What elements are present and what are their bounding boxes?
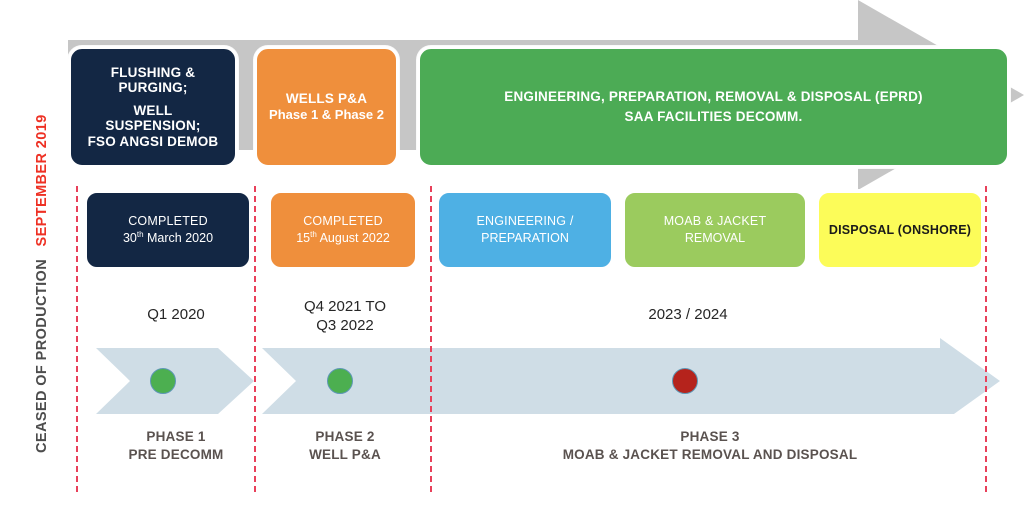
activity-title: WELLS P&A	[285, 91, 368, 107]
status-line-2: REMOVAL	[684, 231, 746, 245]
status-line-1: COMPLETED	[303, 214, 383, 229]
phase-line-1: PHASE 2	[315, 429, 375, 444]
milestone-dot-phase-1[interactable]	[150, 368, 176, 394]
period-line-1: 2023 / 2024	[648, 306, 728, 323]
status-day-suffix: th	[136, 229, 144, 239]
status-line-2: 15th August 2022	[296, 230, 390, 247]
caption-line-1: CEASED OF PRODUCTION	[34, 258, 50, 453]
timeline-period-phase-1: Q1 2020	[96, 306, 256, 325]
phase-line-2: MOAB & JACKET REMOVAL AND DISPOSAL	[562, 446, 858, 462]
activity-box-flushing-purging[interactable]: FLUSHING & PURGING; WELL SUSPENSION; FSO…	[68, 46, 238, 168]
activity-box-wells-pa[interactable]: WELLS P&A Phase 1 & Phase 2	[254, 46, 399, 168]
spacer	[88, 96, 219, 103]
status-box-moab-jacket-removal[interactable]: MOAB & JACKET REMOVAL	[622, 190, 808, 270]
activity-line-5: FSO ANGSI DEMOB	[87, 133, 219, 149]
phase-line-1: PHASE 1	[146, 429, 206, 444]
activity-subtitle: Phase 1 & Phase 2	[269, 106, 384, 122]
timeline-period-phase-3: 2023 / 2024	[538, 306, 838, 325]
timeline-phase-label-2: PHASE 2 WELL P&A	[262, 428, 428, 463]
activity-line-3: WELL	[133, 102, 173, 118]
phase-divider-1	[254, 186, 256, 492]
status-day-suffix: th	[310, 229, 317, 239]
phase-divider-3	[985, 186, 987, 492]
status-month-year: August 2022	[316, 231, 390, 245]
activity-box-row: FLUSHING & PURGING; WELL SUSPENSION; FSO…	[68, 46, 1010, 168]
activity-line-1: ENGINEERING, PREPARATION, REMOVAL & DISP…	[504, 89, 923, 105]
period-line-1: Q4 2021 TO	[303, 298, 386, 315]
status-line-1: COMPLETED	[128, 214, 208, 229]
status-box-row: COMPLETED 30th March 2020 COMPLETED 15th…	[84, 190, 984, 270]
status-line-1: DISPOSAL (ONSHORE)	[828, 222, 972, 237]
status-day: 15	[296, 231, 311, 245]
status-box-engineering-preparation[interactable]: ENGINEERING / PREPARATION	[436, 190, 614, 270]
status-day: 30	[122, 231, 137, 245]
status-month-year: March 2020	[143, 231, 214, 245]
phase-divider-0	[76, 186, 78, 492]
milestone-dot-phase-3[interactable]	[672, 368, 698, 394]
status-line-2: 30th March 2020	[123, 230, 213, 247]
phase-divider-2	[430, 186, 432, 492]
status-box-disposal-onshore[interactable]: DISPOSAL (ONSHORE)	[816, 190, 984, 270]
period-line-1: Q1 2020	[147, 306, 205, 323]
status-line-1: MOAB & JACKET	[663, 214, 767, 229]
period-line-2: Q3 2022	[316, 316, 374, 334]
phase-line-2: PRE DECOMM	[128, 446, 224, 462]
timeline-phase-label-1: PHASE 1 PRE DECOMM	[96, 428, 256, 463]
timeline-phase-label-3: PHASE 3 MOAB & JACKET REMOVAL AND DISPOS…	[436, 428, 984, 463]
status-box-completed-1[interactable]: COMPLETED 30th March 2020	[84, 190, 252, 270]
status-line-1: ENGINEERING /	[476, 214, 574, 229]
activity-line-1: FLUSHING &	[110, 64, 196, 80]
activity-line-2: SAA FACILITIES DECOMM.	[624, 109, 803, 124]
activity-box-eprd[interactable]: ENGINEERING, PREPARATION, REMOVAL & DISP…	[417, 46, 1010, 168]
milestone-dot-phase-2[interactable]	[327, 368, 353, 394]
activity-line-4: SUSPENSION;	[105, 118, 201, 134]
ceased-production-caption: CEASED OF PRODUCTION SEPTEMBER 2019	[34, 114, 50, 453]
activity-line-2: PURGING;	[118, 80, 188, 96]
timeline-period-phase-2: Q4 2021 TO Q3 2022	[262, 298, 428, 336]
timeline: Q1 2020 Q4 2021 TO Q3 2022 2023 / 2024	[0, 288, 1024, 498]
status-line-2: PREPARATION	[481, 231, 569, 245]
phase-line-2: WELL P&A	[309, 446, 381, 462]
status-box-completed-2[interactable]: COMPLETED 15th August 2022	[268, 190, 418, 270]
caption-line-2: SEPTEMBER 2019	[34, 114, 50, 247]
phase-line-1: PHASE 3	[680, 429, 740, 444]
